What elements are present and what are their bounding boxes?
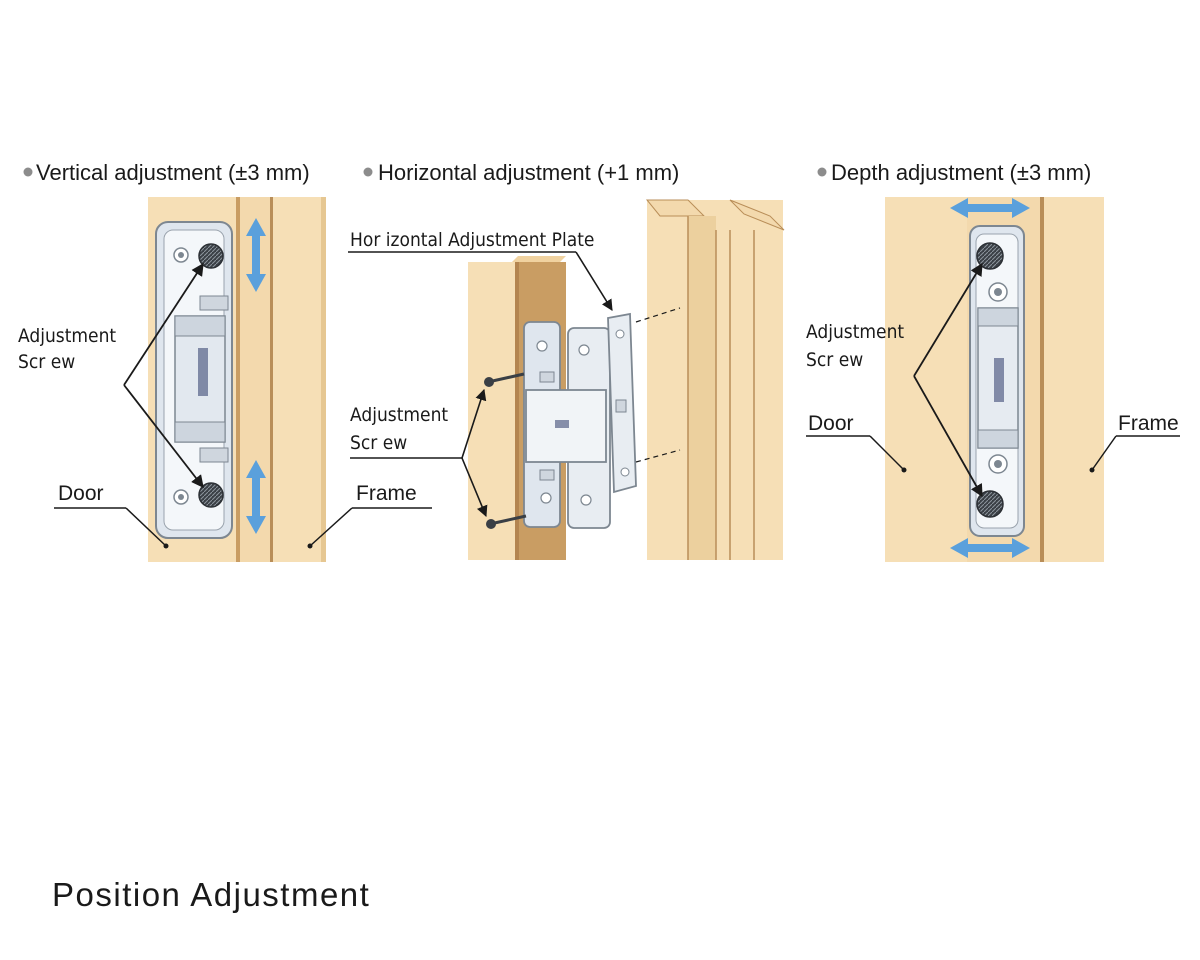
bullet-icon (817, 167, 827, 177)
depth-panel: Depth adjustment (±3 mm) (806, 160, 1180, 562)
bullet-icon (363, 167, 373, 177)
vertical-arrow-icon (246, 218, 266, 534)
vertical-title: Vertical adjustment (±3 mm) (36, 160, 310, 185)
adjustment-screw-icon (976, 242, 1004, 270)
door-board (468, 262, 518, 560)
frame-board (1044, 197, 1104, 562)
frame-board (273, 197, 326, 562)
adjustment-screw-label: Adjustment (350, 404, 448, 426)
door-label: Door (808, 412, 854, 435)
hinge-plate (155, 221, 233, 539)
horizontal-adjustment-plate-label: Hor izontal Adjustment Plate (350, 229, 594, 251)
door-label: Door (58, 482, 104, 505)
page-title: Position Adjustment (52, 876, 371, 913)
vertical-panel: Vertical adjustment (±3 mm) (18, 160, 432, 562)
frame-label: Frame (356, 482, 417, 505)
adjustment-screw-label: Adjustment (18, 325, 116, 347)
door-board (885, 197, 967, 562)
adjustment-screw-icon (198, 482, 224, 508)
frame-label: Frame (1118, 412, 1179, 435)
hinge-body (523, 321, 611, 529)
bullet-icon (23, 167, 33, 177)
adjustment-screw-icon (484, 372, 527, 529)
hinge-plate (969, 225, 1025, 537)
adjustment-screw-label-2: Scr ew (350, 432, 407, 454)
adjustment-screw-label-2: Scr ew (18, 351, 75, 373)
adjustment-screw-icon (976, 490, 1004, 518)
depth-arrow-icon (950, 198, 1030, 558)
adjustment-screw-label-2: Scr ew (806, 349, 863, 371)
adjustment-screw-label: Adjustment (806, 321, 904, 343)
adjustment-screw-icon (198, 243, 224, 269)
horizontal-title: Horizontal adjustment (+1 mm) (378, 160, 679, 185)
horizontal-panel: Horizontal adjustment (+1 mm) (348, 160, 785, 560)
depth-title: Depth adjustment (±3 mm) (831, 160, 1091, 185)
horizontal-adjustment-plate (607, 312, 637, 494)
